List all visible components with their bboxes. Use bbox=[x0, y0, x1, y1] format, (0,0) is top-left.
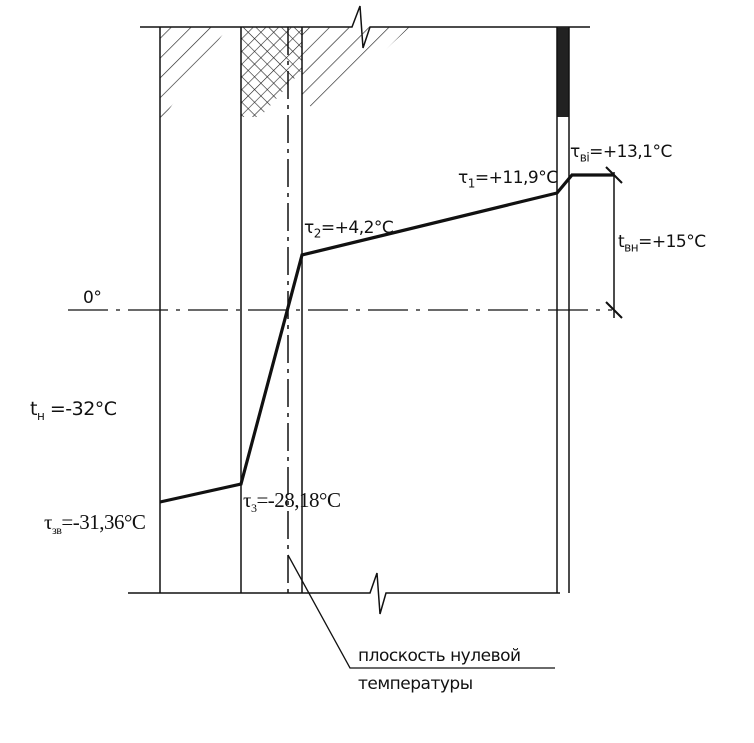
indoor-temp-label: tвн=+15°C bbox=[618, 232, 706, 254]
symbol: t bbox=[30, 398, 37, 420]
outer-surface-temp-label: τзв=-31,36°C bbox=[44, 510, 146, 538]
tau1-label: τ1=+11,9°C bbox=[458, 168, 558, 190]
tau2-label: τ2=+4,2°C bbox=[304, 218, 394, 241]
value: =+13,1°C bbox=[589, 142, 672, 162]
tau3-label: τ3=-28,18°C bbox=[243, 488, 341, 516]
hatch-crosshatch bbox=[241, 27, 302, 117]
subscript: ві bbox=[579, 150, 590, 165]
symbol: τ bbox=[570, 142, 580, 162]
subscript: 1 bbox=[467, 176, 476, 191]
hatch-layer-1 bbox=[160, 27, 228, 122]
subscript: вн bbox=[624, 240, 639, 255]
value: =+11,9°C bbox=[474, 168, 558, 188]
value: =-31,36°C bbox=[61, 510, 146, 534]
hatch-layer-3 bbox=[302, 27, 410, 112]
zero-label: 0° bbox=[83, 288, 102, 308]
plaster-layer bbox=[557, 27, 569, 117]
outdoor-temp-label: tн =-32°C bbox=[30, 398, 117, 423]
leader-line bbox=[287, 554, 555, 669]
subscript: 3 bbox=[250, 501, 257, 516]
symbol: τ bbox=[243, 488, 251, 512]
inner-surface-temp-label: τві=+13,1°C bbox=[570, 142, 672, 164]
value: =-28,18°C bbox=[256, 488, 341, 512]
symbol: τ bbox=[458, 168, 468, 188]
subscript: 2 bbox=[313, 226, 322, 241]
subscript: зв bbox=[51, 523, 62, 538]
bottom-edge bbox=[128, 572, 560, 615]
temperature-line bbox=[159, 173, 614, 504]
value: =+15°C bbox=[638, 232, 706, 252]
value: =+4,2°C bbox=[320, 218, 394, 238]
symbol: t bbox=[618, 232, 625, 252]
symbol: τ bbox=[44, 510, 52, 534]
subscript: н bbox=[36, 408, 45, 423]
zero-plane-caption-line1: плоскость нулевой bbox=[358, 646, 521, 666]
zero-plane-caption-line2: температуры bbox=[358, 674, 473, 694]
value: =-32°C bbox=[44, 398, 117, 420]
symbol: τ bbox=[304, 218, 314, 238]
